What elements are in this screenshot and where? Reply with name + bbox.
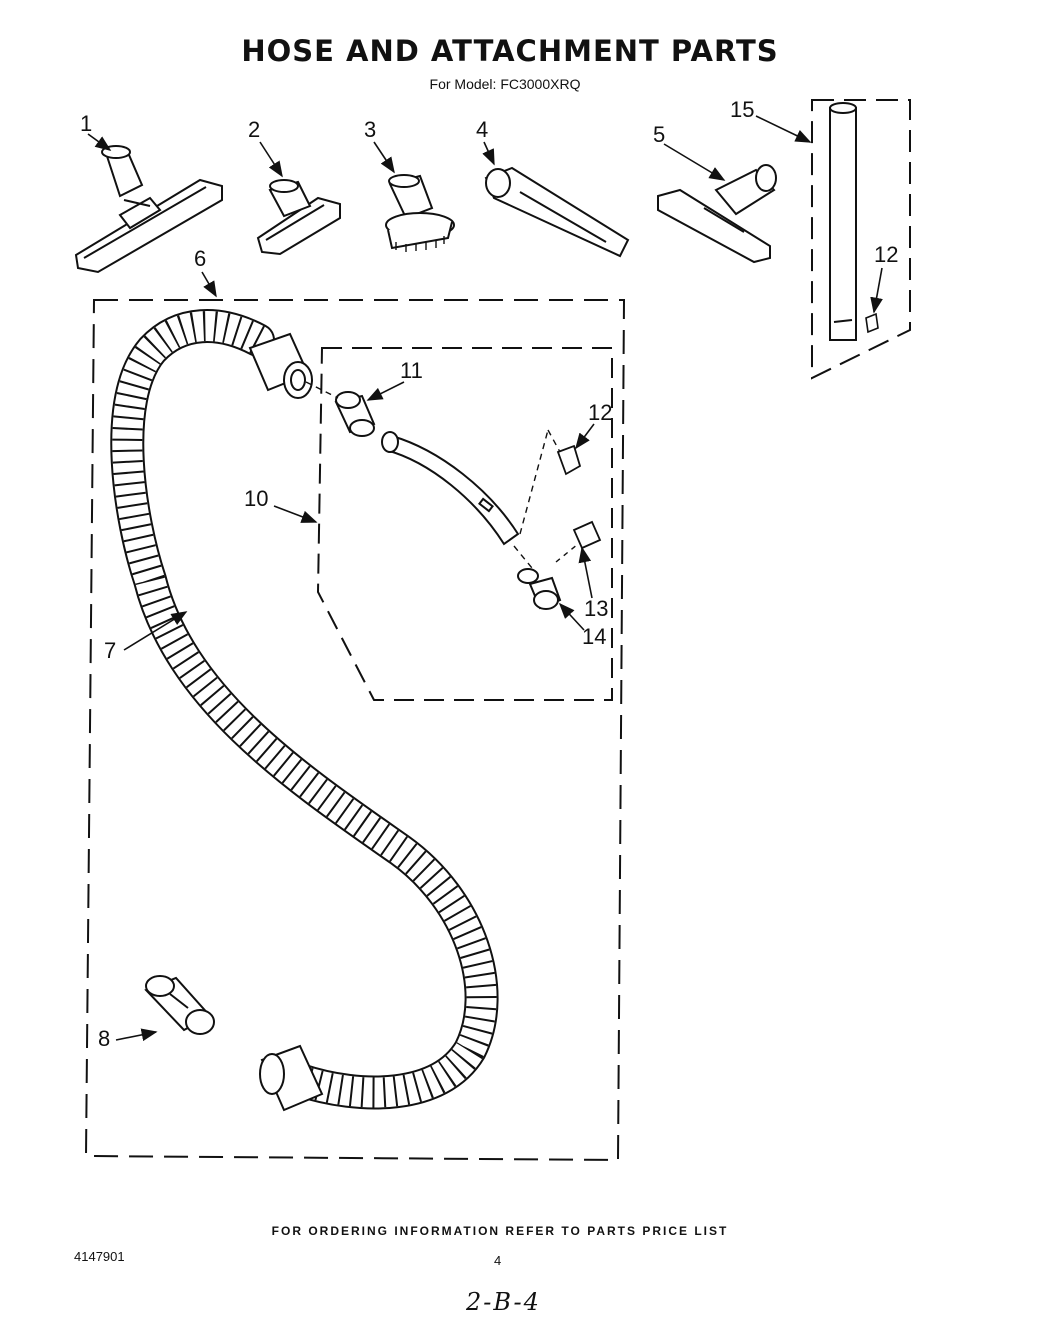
swivel-part-14: [517, 568, 562, 610]
coupling-part-11: [334, 391, 376, 437]
callout-2: 2: [248, 117, 260, 142]
small-floor-tool-part-2: [256, 179, 341, 256]
callout-4: 4: [476, 117, 488, 142]
ordering-info-footer: FOR ORDERING INFORMATION REFER TO PARTS …: [271, 1224, 729, 1238]
document-number: 4147901: [74, 1249, 125, 1264]
hose-assembly-box: [84, 299, 626, 1162]
wand-assembly-box: [811, 99, 911, 380]
handwritten-note: 2-B-4: [466, 1288, 541, 1316]
page-number: 4: [494, 1253, 502, 1268]
callout-13: 13: [584, 596, 608, 621]
callout-3: 3: [364, 117, 376, 142]
callout-12-wand: 12: [874, 242, 898, 267]
callout-1: 1: [80, 111, 92, 136]
handle-assembly-box: [316, 347, 613, 701]
callout-12: 12: [588, 400, 612, 425]
callout-15: 15: [730, 97, 754, 122]
callout-7: 7: [104, 638, 116, 663]
callout-8: 8: [98, 1026, 110, 1051]
callout-5: 5: [653, 122, 665, 147]
crevice-tool-part-4: [484, 166, 630, 258]
release-button-part-13: [572, 520, 602, 550]
handle-tube: [381, 431, 520, 546]
callout-10: 10: [244, 486, 268, 511]
callout-11: 11: [400, 358, 423, 383]
callout-14: 14: [582, 624, 606, 649]
floor-brush-part-1: [74, 145, 223, 274]
clip-part-12-wand: [865, 312, 879, 334]
wand-tube-part-15: [829, 102, 857, 341]
page-title: HOSE AND ATTACHMENT PARTS: [241, 34, 779, 68]
clip-part-12: [556, 444, 582, 476]
callout-6: 6: [194, 246, 206, 271]
model-subtitle: For Model: FC3000XRQ: [429, 76, 581, 92]
hose-part-7: [110, 309, 499, 1112]
upholstery-tool-part-5: [657, 164, 777, 264]
dusting-brush-part-3: [385, 174, 455, 252]
hose-connector-part-8: [144, 975, 215, 1035]
